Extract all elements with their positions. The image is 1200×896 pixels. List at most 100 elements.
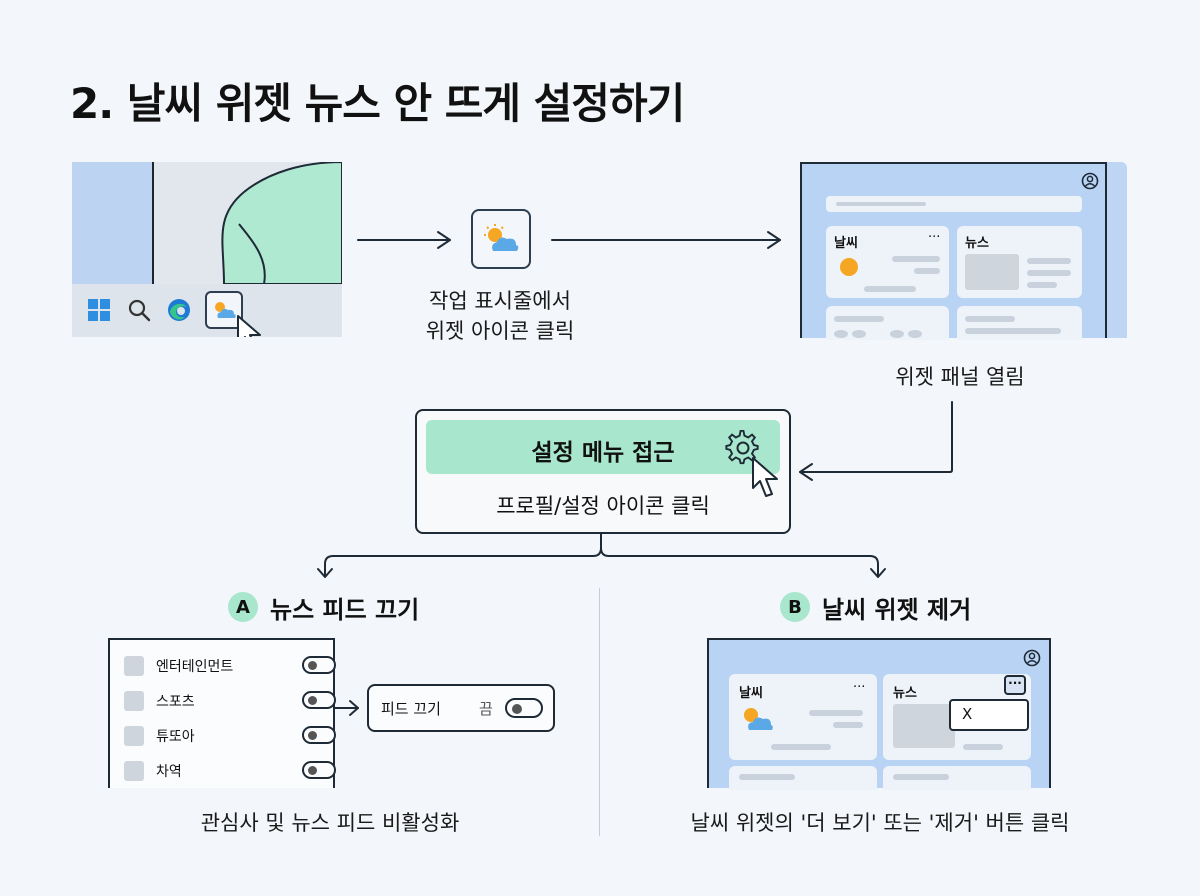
widget-panel: 날씨 ··· 뉴스: [800, 162, 1107, 340]
weather-icon: [215, 302, 236, 318]
mouse-cursor-icon: [752, 457, 778, 497]
toggle-knob: [308, 696, 317, 705]
interest-label: 튜또아: [156, 729, 195, 745]
step1-caption: 작업 표시줄에서 위젯 아이콘 클릭: [380, 286, 620, 347]
step2-caption: 위젯 패널 열림: [895, 365, 1025, 389]
list-item: 차역: [124, 759, 336, 783]
placeholder-line: [965, 316, 1015, 322]
desktop-background: [154, 162, 342, 284]
edge-browser-icon[interactable]: [166, 297, 192, 323]
search-icon[interactable]: [126, 297, 152, 323]
widget-icon-tile[interactable]: [471, 209, 531, 269]
news-card[interactable]: 뉴스: [957, 226, 1082, 298]
arrow-settings-to-b: [600, 547, 879, 577]
placeholder-dot: [908, 330, 922, 338]
placeholder-line: [893, 774, 949, 780]
widget-card[interactable]: [957, 306, 1082, 340]
widget-card[interactable]: [883, 766, 1031, 790]
sun-icon: [840, 258, 858, 276]
step1-caption-line1: 작업 표시줄에서: [429, 289, 571, 313]
page-title: 2. 날씨 위젯 뉴스 안 뜨게 설정하기: [70, 79, 685, 128]
placeholder-dot: [834, 330, 848, 338]
placeholder-line: [914, 268, 940, 274]
weather-icon: [484, 224, 519, 251]
placeholder-dot: [890, 330, 904, 338]
step1-caption-line2: 위젯 아이콘 클릭: [425, 319, 575, 344]
interest-label: 차역: [156, 764, 182, 780]
interest-label: 스포츠: [156, 694, 195, 710]
weather-card-label: 날씨: [739, 686, 763, 701]
widget-taskbar-button[interactable]: [205, 291, 243, 329]
interest-checkbox[interactable]: [124, 656, 144, 676]
placeholder-line: [833, 722, 863, 728]
toggle-knob: [512, 703, 522, 714]
feed-off-label: 피드 끄기: [381, 700, 441, 718]
weather-card[interactable]: 날씨 ···: [729, 674, 877, 760]
feed-off-toggle[interactable]: [505, 698, 543, 718]
news-thumbnail: [893, 704, 955, 748]
placeholder-line: [739, 774, 795, 780]
interest-toggle[interactable]: [302, 726, 336, 744]
list-item: 엔터테인먼트: [124, 654, 336, 678]
toggle-knob: [308, 661, 317, 670]
section-b-title: 날씨 위젯 제거: [822, 596, 972, 624]
news-thumbnail: [965, 254, 1019, 290]
section-b-badge: B: [780, 592, 810, 622]
widget-card[interactable]: [826, 306, 949, 340]
more-options-icon[interactable]: ···: [853, 680, 866, 695]
interest-checkbox[interactable]: [124, 726, 144, 746]
weather-card[interactable]: 날씨 ···: [826, 226, 949, 298]
interest-checkbox[interactable]: [124, 691, 144, 711]
settings-menu-title: 설정 메뉴 접근: [531, 440, 675, 466]
list-item: 튜또아: [124, 724, 336, 748]
placeholder-line: [1027, 270, 1071, 276]
toggle-knob: [308, 766, 317, 775]
feed-off-state: 끔: [479, 700, 493, 718]
news-card-label: 뉴스: [965, 236, 989, 251]
placeholder-line: [809, 710, 863, 716]
settings-menu-instruction: 프로필/설정 아이콘 클릭: [496, 494, 710, 518]
arrow-panel-to-settings: [799, 401, 953, 473]
placeholder-line: [892, 256, 940, 262]
weather-card-label: 날씨: [834, 236, 858, 251]
placeholder-line: [864, 286, 916, 292]
interest-toggle[interactable]: [302, 761, 336, 779]
windows-logo-icon[interactable]: [86, 297, 112, 323]
interest-toggle[interactable]: [302, 691, 336, 709]
placeholder-line: [963, 744, 1003, 750]
interest-checkbox[interactable]: [124, 761, 144, 781]
close-icon: X: [962, 705, 973, 723]
section-a-badge: A: [228, 592, 258, 622]
arrow-settings-to-a: [324, 533, 602, 577]
taskbar-illustration: [72, 162, 342, 337]
news-card-label: 뉴스: [893, 686, 917, 701]
widget-panel-edge: [1107, 162, 1127, 338]
search-placeholder-line: [836, 202, 926, 206]
placeholder-line: [1027, 258, 1071, 264]
mouse-cursor-icon: [237, 315, 261, 337]
interest-label: 엔터테인먼트: [156, 659, 234, 675]
interest-toggle[interactable]: [302, 656, 336, 674]
placeholder-line: [965, 328, 1061, 334]
placeholder-line: [834, 316, 884, 322]
settings-menu-header[interactable]: [426, 420, 780, 474]
widget-card[interactable]: [729, 766, 877, 790]
remove-widget-option[interactable]: X: [949, 699, 1029, 731]
section-a-caption: 관심사 및 뉴스 피드 비활성화: [200, 811, 460, 835]
user-profile-icon[interactable]: [1081, 172, 1099, 190]
user-profile-icon[interactable]: [1023, 649, 1041, 667]
gear-icon[interactable]: [725, 430, 761, 466]
widget-search-bar[interactable]: [826, 196, 1082, 212]
toggle-knob: [308, 731, 317, 740]
section-b-caption: 날씨 위젯의 '더 보기' 또는 '제거' 버튼 클릭: [690, 811, 1070, 835]
feed-off-setting: 피드 끄기 끔: [367, 684, 555, 732]
news-interest-list: 엔터테인먼트 스포츠 튜또아 차역: [108, 638, 336, 788]
section-a-title: 뉴스 피드 끄기: [270, 596, 420, 624]
more-options-icon[interactable]: ···: [928, 230, 941, 245]
placeholder-line: [771, 744, 831, 750]
window-divider: [152, 162, 154, 284]
weather-icon: [744, 708, 773, 730]
placeholder-dot: [852, 330, 866, 338]
more-options-button[interactable]: ···: [1004, 675, 1026, 695]
